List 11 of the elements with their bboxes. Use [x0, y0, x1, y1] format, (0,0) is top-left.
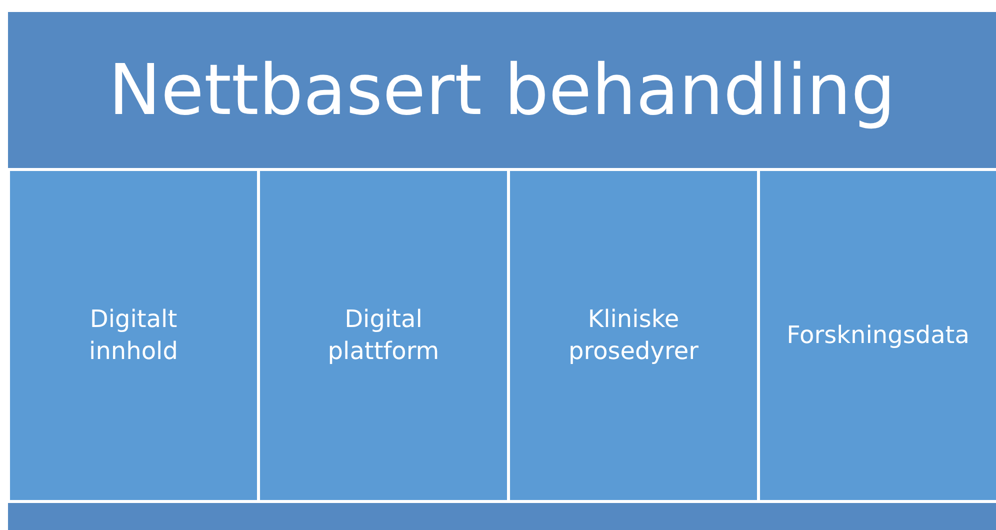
category-label: Digitalt innhold	[88, 304, 179, 366]
category-panel	[510, 171, 757, 500]
title-band	[8, 12, 996, 168]
category-panel	[760, 171, 996, 500]
footer-band	[8, 503, 996, 530]
category-panel	[10, 171, 257, 500]
category-label: Forskningsdata	[786, 320, 970, 351]
category-panel	[260, 171, 507, 500]
category-label: Digital plattform	[326, 304, 440, 366]
category-label: Kliniske prosedyrer	[568, 304, 700, 366]
title-text: Nettbasert behandling	[108, 48, 896, 132]
